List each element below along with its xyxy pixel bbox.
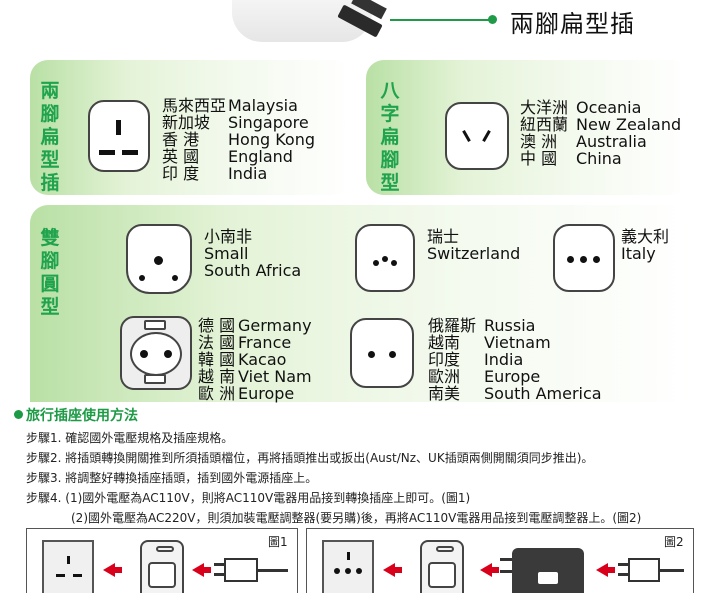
south-africa-outlet-icon: [126, 224, 192, 294]
figure-1-label: 圖1: [268, 535, 288, 549]
au-outlet-icon: [445, 102, 509, 170]
figure-2-label: 圖2: [664, 535, 684, 549]
switzerland-outlet-icon: [355, 224, 415, 292]
arrow-left-icon: [192, 563, 204, 577]
callout-line: [390, 19, 492, 21]
panel-au-plug: [366, 60, 690, 195]
arrow-left-icon: [103, 563, 115, 577]
instructions-title: 旅行插座使用方法: [14, 405, 138, 425]
south-africa-label: 小南非 Small South Africa: [204, 227, 302, 280]
plug-cord: [660, 569, 684, 572]
panel-uk-plug: [30, 60, 352, 195]
panel-round-vertical-label: 雙 腳 圓 型: [40, 227, 60, 318]
travel-adapter-icon: [420, 540, 464, 593]
travel-adapter-icon: [140, 540, 184, 593]
italy-label: 義大利 Italy: [621, 227, 670, 263]
callout-title: 兩腳扁型插: [510, 10, 635, 38]
arrow-left-icon: [383, 563, 395, 577]
panel-uk-vertical-label: 兩 腳 扁 型 插: [40, 80, 60, 194]
instruction-step-4-2: (2)國外電壓為AC220V，則須加裝電壓調整器(要另購)後，再將AC110V電…: [71, 511, 642, 525]
arrow-tail: [394, 567, 402, 573]
plug-cord: [258, 569, 288, 572]
voltage-converter-icon: [500, 548, 584, 593]
callout-dot: [488, 15, 497, 24]
instruction-step-1: 步驟1. 確認國外電壓規格及插座規格。: [26, 431, 234, 445]
arrow-left-icon: [596, 563, 608, 577]
instruction-step-3: 步驟3. 將調整好轉換插座插頭，插到國外電源插座上。: [26, 471, 318, 485]
arrow-tail: [203, 567, 211, 573]
arrow-tail: [114, 567, 122, 573]
plug-icon: [214, 558, 258, 582]
italy-outlet-icon: [553, 224, 615, 292]
wall-socket-icon: [42, 540, 94, 593]
switzerland-label: 瑞士 Switzerland: [427, 227, 521, 263]
uk-outlet-icon: [88, 100, 150, 172]
schuko-outlet-icon: [120, 316, 192, 390]
arrow-left-icon: [480, 563, 492, 577]
instruction-step-4-1: 步驟4. (1)國外電壓為AC110V，則將AC110V電器用品接到轉換插座上即…: [26, 491, 471, 505]
plug-icon: [618, 558, 660, 582]
instruction-step-2: 步驟2. 將插頭轉換開關推到所須插頭檔位，再將插頭推出或扳出(Aust/Nz、U…: [26, 451, 594, 465]
panel-au-vertical-label: 八 字 扁 腳 型: [380, 80, 400, 194]
wall-socket-icon: [322, 540, 374, 593]
arrow-tail: [607, 567, 615, 573]
russia-outlet-icon: [350, 318, 414, 388]
arrow-tail: [491, 567, 499, 573]
